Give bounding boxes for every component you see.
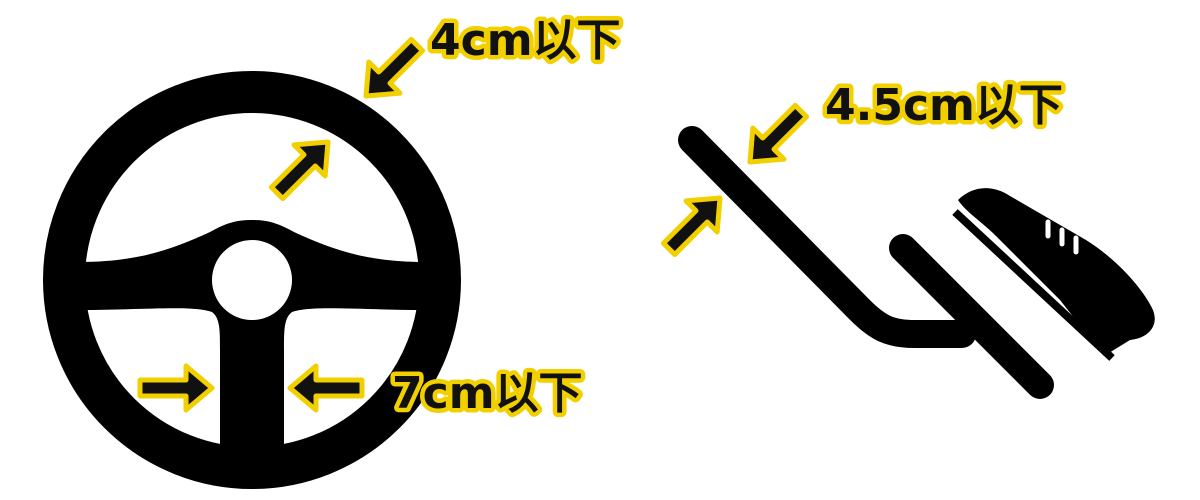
lever-top-arrow	[734, 96, 816, 178]
spoke-right-arrow	[290, 366, 362, 410]
spoke-width-label: 7cm以下	[392, 368, 583, 419]
steering-wheel-icon	[43, 71, 461, 489]
spoke-left-arrow	[140, 366, 212, 410]
wheel-hub	[212, 240, 292, 320]
rim-inner-arrow	[262, 126, 344, 208]
rim-outer-arrow	[350, 30, 432, 112]
lever-bottom-arrow	[654, 182, 736, 264]
rim-thickness-label: 4cm以下	[430, 15, 621, 66]
lever-thickness-label: 4.5cm以下	[825, 80, 1063, 131]
shoe-icon	[952, 188, 1155, 361]
hand-control-lever-icon	[678, 126, 1054, 399]
